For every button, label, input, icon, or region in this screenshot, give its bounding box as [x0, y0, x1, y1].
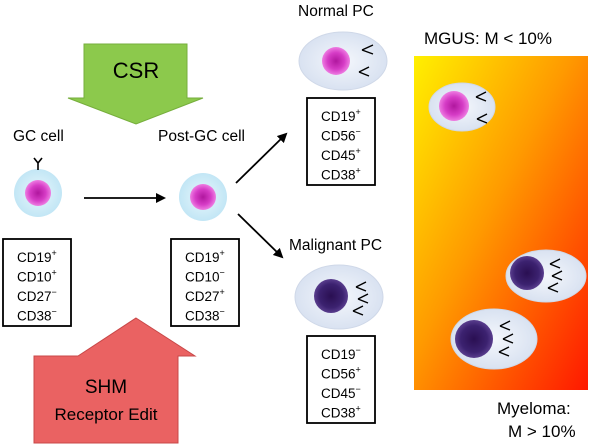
marker-cd56: CD56+ [321, 365, 361, 382]
csr-label: CSR [113, 58, 159, 83]
post-gc-cell-marker-box [170, 238, 240, 327]
marker-cd27: CD27− [17, 287, 57, 304]
myeloma-cell-2 [450, 308, 538, 370]
normal-pc-antibody-icon [358, 44, 374, 77]
marker-cd27: CD27+ [185, 287, 225, 304]
arrow-post-gc-to-normal-pc [235, 132, 288, 184]
post-gc-cell [179, 173, 227, 221]
normal-pc-label: Normal PC [298, 3, 374, 20]
shm-arrow: SHM Receptor Edit [33, 317, 197, 444]
marker-cd45: CD45+ [321, 146, 361, 163]
marker-cd19: CD19+ [17, 248, 57, 265]
myeloma-label: Myeloma: [497, 399, 571, 418]
malignant-pc-markers: CD19− CD56+ CD45− CD38+ [321, 345, 361, 421]
malignant-pc-label: Malignant PC [289, 237, 382, 254]
marker-cd19: CD19− [321, 345, 361, 362]
marker-cd38: CD38+ [321, 404, 361, 421]
mgus-antibody-icon [475, 91, 488, 124]
marker-cd45: CD45− [321, 384, 361, 401]
gc-cell-marker-box [2, 238, 72, 327]
normal-pc-markers: CD19+ CD56− CD45+ CD38+ [321, 107, 361, 183]
mgus-label: MGUS: M < 10% [424, 29, 552, 48]
gc-cell-label: GC cell [13, 128, 64, 145]
marker-cd38: CD38− [17, 307, 57, 324]
gc-cell [14, 157, 62, 217]
post-gc-cell-label: Post-GC cell [158, 128, 245, 145]
mgus-plasma-cell [428, 82, 496, 132]
marker-cd19: CD19+ [185, 248, 225, 265]
marker-cd10: CD10− [185, 268, 225, 285]
csr-arrow: CSR [67, 43, 204, 125]
myeloma-cell-1-antibody-icon [547, 258, 563, 293]
shm-label: SHM [85, 377, 127, 398]
receptor-edit-label: Receptor Edit [55, 405, 158, 424]
marker-cd19: CD19+ [321, 107, 361, 124]
post-gc-cell-markers: CD19+ CD10− CD27+ CD38− [185, 248, 225, 324]
gc-receptor-icon [33, 157, 43, 170]
normal-pc-marker-box [306, 97, 376, 186]
myeloma-threshold-label: M > 10% [508, 422, 576, 441]
malignant-pc-antibody-icon [352, 281, 369, 316]
normal-plasma-cell [298, 31, 388, 91]
gc-cell-markers: CD19+ CD10+ CD27− CD38− [17, 248, 57, 324]
myeloma-cell-2-antibody-icon [498, 320, 514, 357]
marker-cd10: CD10+ [17, 268, 57, 285]
marker-cd56: CD56− [321, 127, 361, 144]
malignant-plasma-cell [294, 264, 384, 330]
myeloma-cell-1 [505, 249, 587, 303]
malignant-pc-marker-box [306, 335, 376, 424]
marker-cd38: CD38− [185, 307, 225, 324]
arrow-post-gc-to-malignant-pc [237, 213, 284, 259]
marker-cd38: CD38+ [321, 166, 361, 183]
